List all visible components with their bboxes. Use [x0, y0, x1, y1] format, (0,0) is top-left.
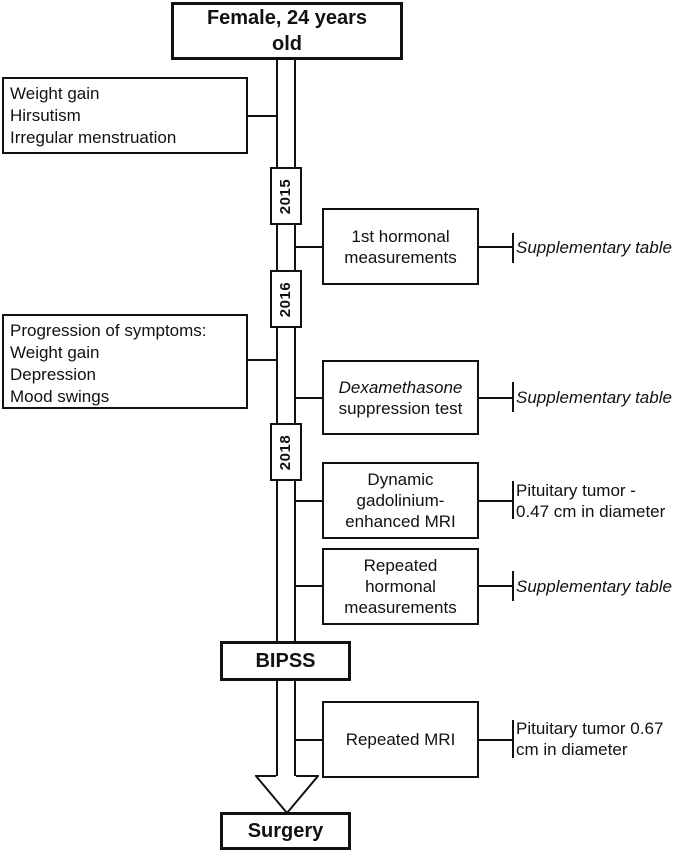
- step-2-result: Supplementary table: [516, 388, 672, 407]
- step-1st-hormonal-box: 1st hormonal measurements: [322, 208, 479, 285]
- step-text: enhanced MRI: [345, 512, 456, 531]
- step-text: Repeated MRI: [345, 730, 456, 749]
- result-text: Pituitary tumor -: [516, 481, 636, 500]
- step-text: hormonal: [365, 577, 436, 596]
- connector: [479, 585, 513, 587]
- step-dexamethasone-box: Dexamethasone suppression test: [322, 360, 479, 435]
- surgery-box: Surgery: [220, 812, 351, 850]
- connector: [479, 739, 513, 741]
- step-repeated-hormonal-box: Repeated hormonal measurements: [322, 548, 479, 625]
- symptom-item: Weight gain: [10, 84, 100, 103]
- step-4-result: Supplementary table: [516, 577, 672, 596]
- connector: [296, 397, 322, 399]
- bipss-box: BIPSS: [220, 641, 351, 681]
- connector: [296, 246, 322, 248]
- symptom-item: Hirsutism: [10, 106, 81, 125]
- progression-heading: Progression of symptoms:: [10, 321, 207, 340]
- year-2015-label: 2015: [270, 167, 302, 225]
- step-dynamic-mri-box: Dynamic gadolinium- enhanced MRI: [322, 462, 479, 539]
- step-repeated-mri-box: Repeated MRI: [322, 701, 479, 778]
- progression-symptoms-box: Progression of symptoms: Weight gain Dep…: [2, 314, 248, 409]
- step-5-result: Pituitary tumor 0.67 cm in diameter: [516, 718, 663, 760]
- step-text: gadolinium-: [356, 491, 445, 510]
- timeline-arrow-head-icon: [255, 775, 319, 815]
- symptom-item: Weight gain: [10, 343, 100, 362]
- bracket: [512, 720, 514, 758]
- step-text: suppression test: [338, 398, 463, 418]
- connector: [479, 246, 513, 248]
- bracket: [512, 382, 514, 412]
- year-2018-label: 2018: [270, 423, 302, 481]
- connector: [479, 397, 513, 399]
- patient-title: Female, 24 years old: [206, 7, 368, 55]
- symptom-item: Irregular menstruation: [10, 128, 177, 147]
- step-text: Dexamethasone: [338, 377, 463, 397]
- step-text: measurements: [344, 247, 457, 267]
- connector: [248, 115, 277, 117]
- result-text: Pituitary tumor 0.67: [516, 719, 664, 738]
- bracket: [512, 233, 514, 263]
- connector: [248, 359, 277, 361]
- bipss-label: BIPSS: [255, 649, 316, 672]
- step-text: Dynamic: [367, 470, 434, 489]
- initial-symptoms-box: Weight gain Hirsutism Irregular menstrua…: [2, 77, 248, 154]
- patient-title-box: Female, 24 years old: [171, 2, 403, 60]
- connector: [479, 500, 513, 502]
- symptom-item: Mood swings: [10, 387, 110, 406]
- symptom-item: Depression: [10, 365, 96, 384]
- result-text: cm in diameter: [516, 740, 628, 759]
- step-text: measurements: [344, 598, 457, 617]
- step-1-result: Supplementary table: [516, 238, 672, 257]
- connector: [296, 739, 322, 741]
- timeline-right-rail: [294, 60, 296, 780]
- surgery-label: Surgery: [247, 819, 324, 842]
- timeline-left-rail: [276, 60, 278, 780]
- result-text: 0.47 cm in diameter: [516, 502, 666, 521]
- bracket: [512, 481, 514, 519]
- step-3-result: Pituitary tumor - 0.47 cm in diameter: [516, 480, 665, 522]
- bracket: [512, 571, 514, 601]
- connector: [296, 500, 322, 502]
- connector: [296, 585, 322, 587]
- year-2016-label: 2016: [270, 270, 302, 328]
- step-text: Repeated: [363, 556, 438, 575]
- step-text: 1st hormonal: [351, 226, 450, 246]
